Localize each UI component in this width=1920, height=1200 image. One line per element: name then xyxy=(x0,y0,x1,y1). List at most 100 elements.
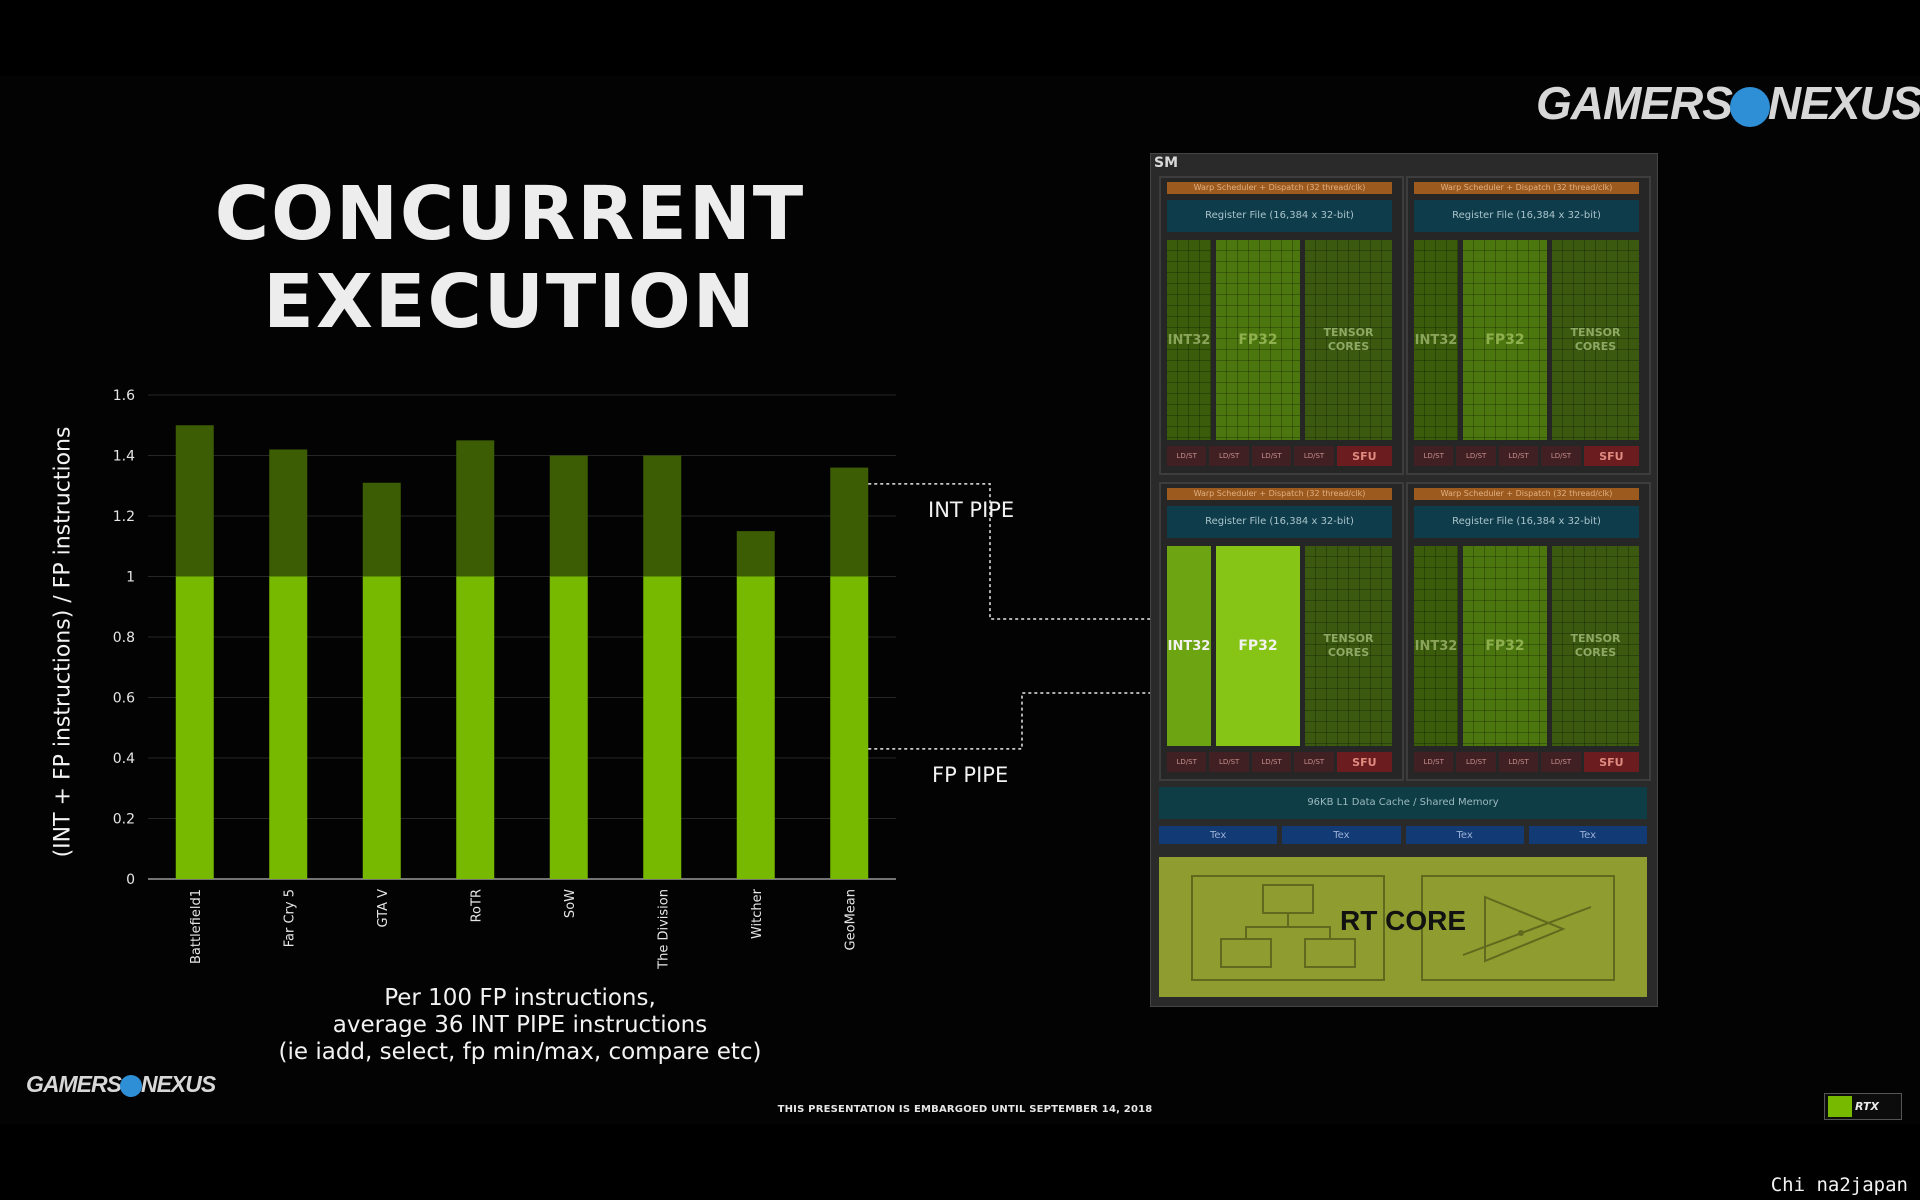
y-tick-label: 1.4 xyxy=(113,449,135,465)
bar-int-5 xyxy=(643,455,682,577)
sm-partition-top-right: Warp Scheduler + Dispatch (32 thread/clk… xyxy=(1406,176,1651,475)
y-tick-label: 0.2 xyxy=(113,812,135,828)
y-tick-label: 0.6 xyxy=(113,691,135,707)
bar-int-4 xyxy=(549,455,588,577)
embargo-notice: THIS PRESENTATION IS EMBARGOED UNTIL SEP… xyxy=(777,1104,1153,1115)
int32-unit: INT32 xyxy=(1167,240,1211,440)
fp32-unit: FP32 xyxy=(1216,240,1300,440)
ldst-unit: LD/ST xyxy=(1167,752,1207,772)
rtx-label: RTX xyxy=(1855,1100,1879,1113)
sfu-unit: SFU xyxy=(1336,446,1392,466)
ldst-unit: LD/ST xyxy=(1456,752,1496,772)
x-tick-label: GeoMean xyxy=(843,889,858,950)
sfu-unit: SFU xyxy=(1336,752,1392,772)
warp-scheduler: Warp Scheduler + Dispatch (32 thread/clk… xyxy=(1167,182,1392,194)
tensor-label-line-2: CORES xyxy=(1574,646,1617,659)
warp-scheduler: Warp Scheduler + Dispatch (32 thread/clk… xyxy=(1167,488,1392,500)
fp32-unit: FP32 xyxy=(1463,546,1547,746)
int-pipe-connector xyxy=(868,483,1182,620)
sm-label: SM xyxy=(1154,155,1179,171)
nvidia-eye-icon xyxy=(1828,1096,1852,1117)
ldst-unit: LD/ST xyxy=(1541,446,1581,466)
tex-unit: Tex xyxy=(1159,826,1278,844)
geforce-rtx-badge: RTX xyxy=(1824,1093,1902,1120)
ldst-row: LD/ST LD/ST LD/ST LD/ST SFU xyxy=(1167,446,1392,466)
ldst-unit: LD/ST xyxy=(1414,446,1454,466)
warp-scheduler: Warp Scheduler + Dispatch (32 thread/clk… xyxy=(1414,488,1639,500)
x-tick-label: The Division xyxy=(656,889,671,970)
ldst-row: LD/ST LD/ST LD/ST LD/ST SFU xyxy=(1414,446,1639,466)
gamers-nexus-logo: GAMERS NEXUS xyxy=(1536,76,1920,130)
ldst-row: LD/ST LD/ST LD/ST LD/ST SFU xyxy=(1414,752,1639,772)
caption-line-1: Per 100 FP instructions, xyxy=(384,985,656,1011)
int32-unit: INT32 xyxy=(1414,240,1458,440)
tensor-label-line-1: TENSOR xyxy=(1323,632,1374,645)
register-file: Register File (16,384 x 32-bit) xyxy=(1414,200,1639,232)
fp-pipe-connector xyxy=(868,692,1254,750)
rt-core: RT CORE xyxy=(1159,857,1647,997)
ldst-row: LD/ST LD/ST LD/ST LD/ST SFU xyxy=(1167,752,1392,772)
bar-fp-2 xyxy=(362,576,401,879)
ldst-unit: LD/ST xyxy=(1251,446,1292,466)
sm-partition-bottom-right: Warp Scheduler + Dispatch (32 thread/clk… xyxy=(1406,482,1651,781)
x-tick-label: RoTR xyxy=(469,889,484,922)
logo-orb-icon xyxy=(119,1074,142,1097)
tensor-label-line-1: TENSOR xyxy=(1570,632,1621,645)
sm-partition-bottom-left: Warp Scheduler + Dispatch (32 thread/clk… xyxy=(1159,482,1404,781)
letterbox-bottom xyxy=(0,1124,1920,1200)
slide-title: CONCURRENT EXECUTION xyxy=(160,170,860,346)
watermark: Chi na2japan xyxy=(1770,1174,1908,1196)
chart-caption: Per 100 FP instructions, average 36 INT … xyxy=(250,985,790,1066)
title-line-1: CONCURRENT xyxy=(214,171,806,257)
tensor-label-line-2: CORES xyxy=(1327,340,1370,353)
warp-scheduler: Warp Scheduler + Dispatch (32 thread/clk… xyxy=(1414,182,1639,194)
sm-diagram: SM Warp Scheduler + Dispatch (32 thread/… xyxy=(1150,153,1658,1007)
bar-int-7 xyxy=(830,467,869,577)
logo-text-right: NEXUS xyxy=(1767,77,1920,129)
ldst-unit: LD/ST xyxy=(1498,752,1539,772)
caption-line-2: average 36 INT PIPE instructions xyxy=(332,1012,708,1038)
tensor-label-line-1: TENSOR xyxy=(1323,326,1374,339)
x-tick-label: GTA V xyxy=(376,889,391,928)
bar-fp-4 xyxy=(549,576,588,879)
rt-core-bvh-box xyxy=(1191,875,1385,981)
y-tick-label: 1.2 xyxy=(113,509,135,525)
x-tick-label: Far Cry 5 xyxy=(282,889,297,947)
tex-row: Tex Tex Tex Tex xyxy=(1159,826,1647,844)
tensor-label-line-2: CORES xyxy=(1574,340,1617,353)
ldst-unit: LD/ST xyxy=(1167,446,1207,466)
bar-int-1 xyxy=(269,449,308,577)
logo-text-right: NEXUS xyxy=(140,1071,216,1097)
ldst-unit: LD/ST xyxy=(1209,446,1249,466)
caption-line-3: (ie iadd, select, fp min/max, compare et… xyxy=(278,1039,762,1065)
logo-text-left: GAMERS xyxy=(1536,77,1733,129)
ldst-unit: LD/ST xyxy=(1414,752,1454,772)
logo-orb-icon xyxy=(1729,86,1770,127)
bar-int-3 xyxy=(456,440,495,577)
ldst-unit: LD/ST xyxy=(1498,446,1539,466)
y-tick-label: 1.6 xyxy=(113,388,135,404)
bar-fp-3 xyxy=(456,576,495,879)
register-file: Register File (16,384 x 32-bit) xyxy=(1414,506,1639,538)
bar-fp-5 xyxy=(643,576,682,879)
rt-core-label: RT CORE xyxy=(1340,905,1466,936)
gamers-nexus-logo-small: GAMERS NEXUS xyxy=(26,1071,216,1098)
sfu-unit: SFU xyxy=(1583,752,1639,772)
logo-text-left: GAMERS xyxy=(26,1071,122,1097)
title-line-2: EXECUTION xyxy=(263,259,757,345)
rt-core-intersection-box xyxy=(1421,875,1615,981)
int-pipe-label: INT PIPE xyxy=(928,498,1015,522)
ldst-unit: LD/ST xyxy=(1294,752,1334,772)
fp32-unit-active: FP32 xyxy=(1216,546,1300,746)
register-file: Register File (16,384 x 32-bit) xyxy=(1167,200,1392,232)
y-tick-label: 1 xyxy=(126,570,135,586)
ldst-unit: LD/ST xyxy=(1456,446,1496,466)
tex-unit: Tex xyxy=(1405,826,1524,844)
bar-int-2 xyxy=(362,482,401,577)
